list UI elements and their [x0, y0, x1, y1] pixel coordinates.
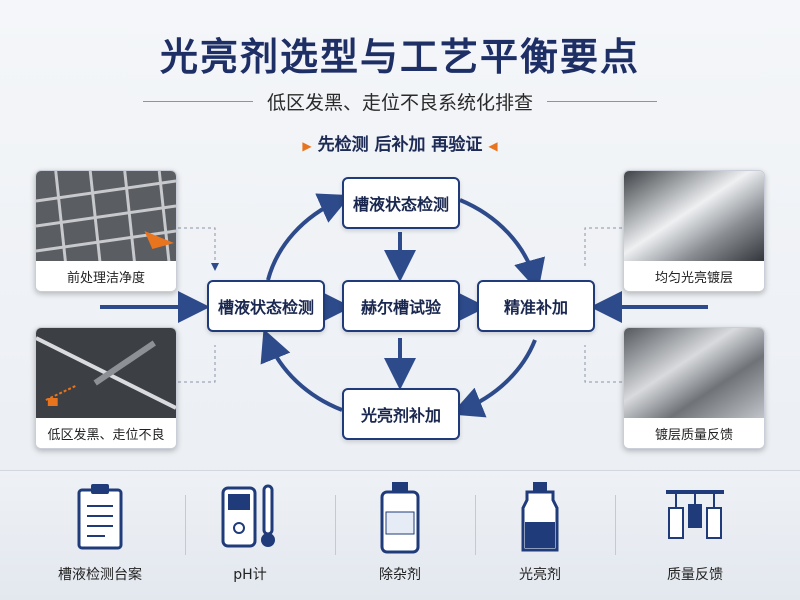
photo-caption: 镀层质量反馈: [624, 418, 764, 448]
tool-purifier: 除杂剂: [335, 478, 465, 598]
triangle-right-icon: ▶: [302, 139, 312, 153]
tool-label: 槽液检测台案: [58, 567, 142, 583]
photo-quality-feedback: 镀层质量反馈: [623, 327, 765, 449]
divider-left: [142, 100, 253, 102]
divider: [335, 495, 336, 555]
photo-pretreatment: 前处理洁净度: [35, 170, 177, 292]
photo-low-zone-defect: 低区发黑、走位不良: [35, 327, 177, 449]
photo-caption: 均匀光亮镀层: [624, 261, 764, 291]
ph-meter-icon: [221, 484, 275, 548]
node-bath-check-left: 槽液状态检测: [207, 280, 325, 332]
photo-caption: 低区发黑、走位不良: [36, 418, 176, 448]
divider: [185, 495, 186, 555]
tool-label: 除杂剂: [379, 567, 421, 583]
photo-caption: 前处理洁净度: [36, 261, 176, 291]
page-subtitle: 低区发黑、走位不良系统化排查: [266, 91, 533, 114]
quality-feedback-image: [624, 328, 764, 420]
divider-right: [547, 100, 657, 102]
photo-uniform-plating: 均匀光亮镀层: [623, 170, 765, 292]
tool-bench: 槽液检测台案: [35, 478, 165, 598]
brightener-bottle-icon: [521, 482, 559, 552]
divider: [475, 495, 476, 555]
arc-left-top: [266, 193, 351, 281]
tool-label: 光亮剂: [519, 567, 561, 583]
defect-image: [36, 328, 176, 420]
subtitle-row: 低区发黑、走位不良系统化排查: [0, 88, 800, 114]
pretreatment-image: [36, 171, 176, 263]
tool-quality-feedback: 质量反馈: [630, 478, 760, 598]
slogan-text: 先检测 后补加 再验证: [317, 135, 483, 155]
node-brightener-add: 光亮剂补加: [342, 388, 460, 440]
arc-right-bottom: [450, 339, 537, 418]
reagent-bottle-icon: [380, 482, 420, 554]
node-bath-check-top: 槽液状态检测: [342, 177, 460, 229]
uniform-plating-image: [624, 171, 764, 263]
page-title: 光亮剂选型与工艺平衡要点: [159, 35, 640, 79]
slogan: ▶ 先检测 后补加 再验证 ◀: [0, 130, 800, 155]
tool-brightener: 光亮剂: [475, 478, 605, 598]
node-hull-cell: 赫尔槽试验: [342, 280, 460, 332]
tool-label: 质量反馈: [667, 567, 723, 583]
arc-top-right: [459, 198, 546, 292]
plating-rack-icon: [666, 490, 724, 539]
divider: [615, 495, 616, 555]
tool-ph-meter: pH计: [185, 478, 315, 598]
triangle-left-icon: ◀: [488, 139, 498, 153]
tool-label: pH计: [233, 567, 267, 583]
node-precise-add: 精准补加: [477, 280, 595, 332]
arc-bottom-left: [260, 328, 343, 412]
clipboard-icon: [77, 484, 123, 550]
